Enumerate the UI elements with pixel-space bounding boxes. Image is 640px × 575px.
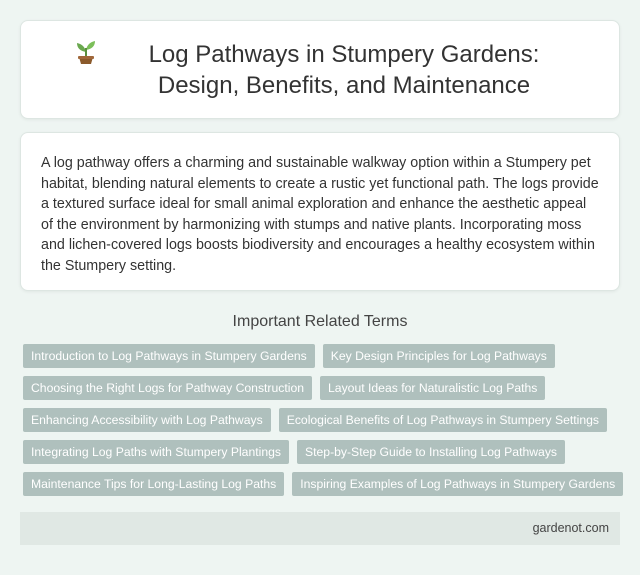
term-row: Choosing the Right Logs for Pathway Cons… — [23, 376, 623, 400]
term-tag[interactable]: Inspiring Examples of Log Pathways in St… — [292, 472, 624, 496]
term-row: Maintenance Tips for Long-Lasting Log Pa… — [23, 472, 624, 496]
intro-card: A log pathway offers a charming and sust… — [20, 132, 620, 291]
seedling-icon — [77, 40, 95, 64]
term-tag[interactable]: Introduction to Log Pathways in Stumpery… — [23, 344, 315, 368]
footer-site-link[interactable]: gardenot.com — [532, 521, 609, 535]
page-title: Log Pathways in Stumpery Gardens: Design… — [148, 40, 540, 99]
term-tag[interactable]: Step-by-Step Guide to Installing Log Pat… — [297, 440, 566, 464]
title-wrap: Log Pathways in Stumpery Gardens: Design… — [71, 39, 569, 101]
term-tag[interactable]: Enhancing Accessibility with Log Pathway… — [23, 408, 271, 432]
term-tag[interactable]: Ecological Benefits of Log Pathways in S… — [278, 408, 607, 432]
term-tag[interactable]: Integrating Log Paths with Stumpery Plan… — [23, 440, 289, 464]
term-tag[interactable]: Choosing the Right Logs for Pathway Cons… — [23, 376, 313, 400]
term-tag[interactable]: Maintenance Tips for Long-Lasting Log Pa… — [23, 472, 285, 496]
intro-text: A log pathway offers a charming and sust… — [41, 155, 599, 274]
header-card: Log Pathways in Stumpery Gardens: Design… — [20, 20, 620, 119]
term-row: Enhancing Accessibility with Log Pathway… — [23, 408, 623, 432]
term-tag[interactable]: Key Design Principles for Log Pathways — [322, 344, 555, 368]
term-tag[interactable]: Layout Ideas for Naturalistic Log Paths — [320, 376, 546, 400]
term-row: Integrating Log Paths with Stumpery Plan… — [23, 440, 623, 464]
related-terms-list: Introduction to Log Pathways in Stumpery… — [23, 344, 624, 504]
term-row: Introduction to Log Pathways in Stumpery… — [23, 344, 623, 368]
related-terms-title: Important Related Terms — [232, 313, 408, 330]
footer: gardenot.com — [20, 512, 620, 545]
